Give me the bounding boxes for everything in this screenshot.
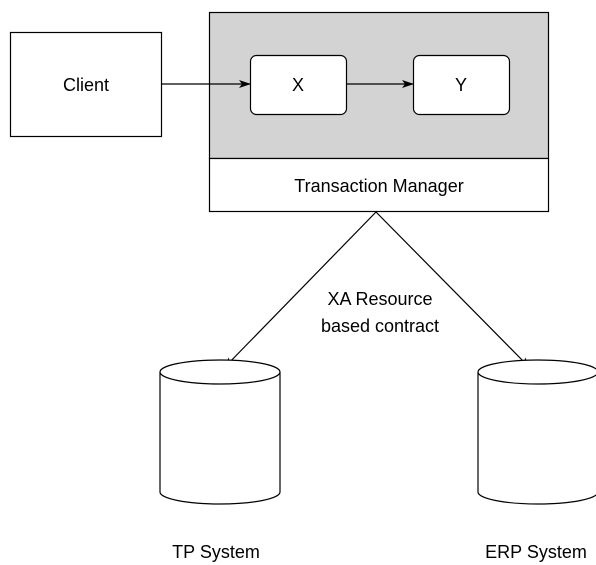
transaction-manager-label: Transaction Manager <box>294 176 463 196</box>
tp-system-cylinder-top <box>159 359 281 385</box>
x-node: X <box>249 54 348 116</box>
x-label: X <box>292 75 304 95</box>
tm-to-tp-system-arrow <box>223 211 377 369</box>
client-node: Client <box>9 31 163 138</box>
transaction-manager-band <box>208 157 550 213</box>
contract-label-line1: XA Resource <box>327 289 432 309</box>
erp-system-database <box>477 359 596 505</box>
y-label: Y <box>455 75 467 95</box>
erp-system-cylinder-top <box>477 359 596 385</box>
tm-to-erp-system-arrow <box>375 211 531 369</box>
contract-label-line2: based contract <box>321 316 439 336</box>
y-node: Y <box>412 54 511 116</box>
tp-system-label: TP System <box>172 542 260 562</box>
tp-system-database <box>159 359 281 505</box>
erp-system-cylinder-body <box>477 372 596 505</box>
client-label: Client <box>63 75 109 95</box>
erp-system-label: ERP System <box>485 542 587 562</box>
tp-system-cylinder-body <box>159 372 281 505</box>
